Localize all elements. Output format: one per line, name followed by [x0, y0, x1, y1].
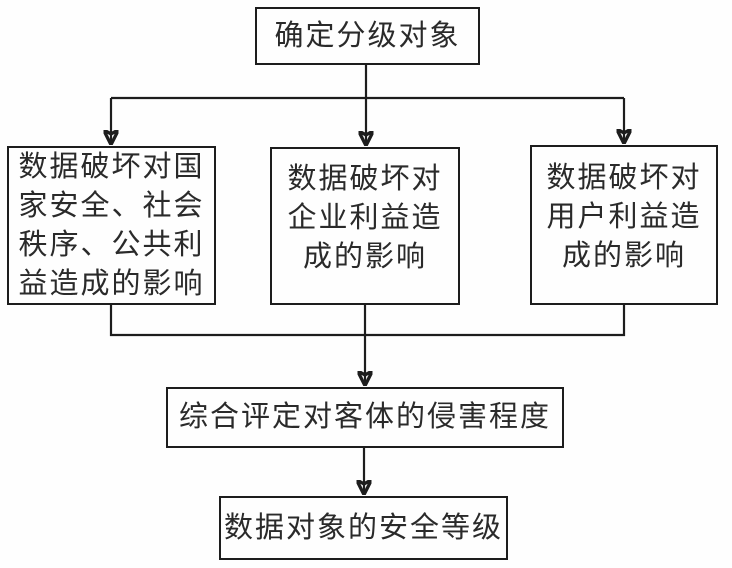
node-data-security-level: 数据对象的安全等级	[219, 496, 508, 560]
node-impact-enterprise-interests: 数据破坏对 企业利益造 成的影响	[270, 147, 460, 305]
node-impact-national-interests: 数据破坏对国 家安全、社会 秩序、公共利 益造成的影响	[7, 146, 216, 305]
node-determine-grading-object: 确定分级对象	[255, 7, 480, 65]
node-comprehensive-assessment: 综合评定对客体的侵害程度	[166, 387, 564, 448]
node-impact-user-interests: 数据破坏对 用户利益造 成的影响	[530, 145, 718, 305]
edge-merge-horizontal	[109, 305, 626, 337]
